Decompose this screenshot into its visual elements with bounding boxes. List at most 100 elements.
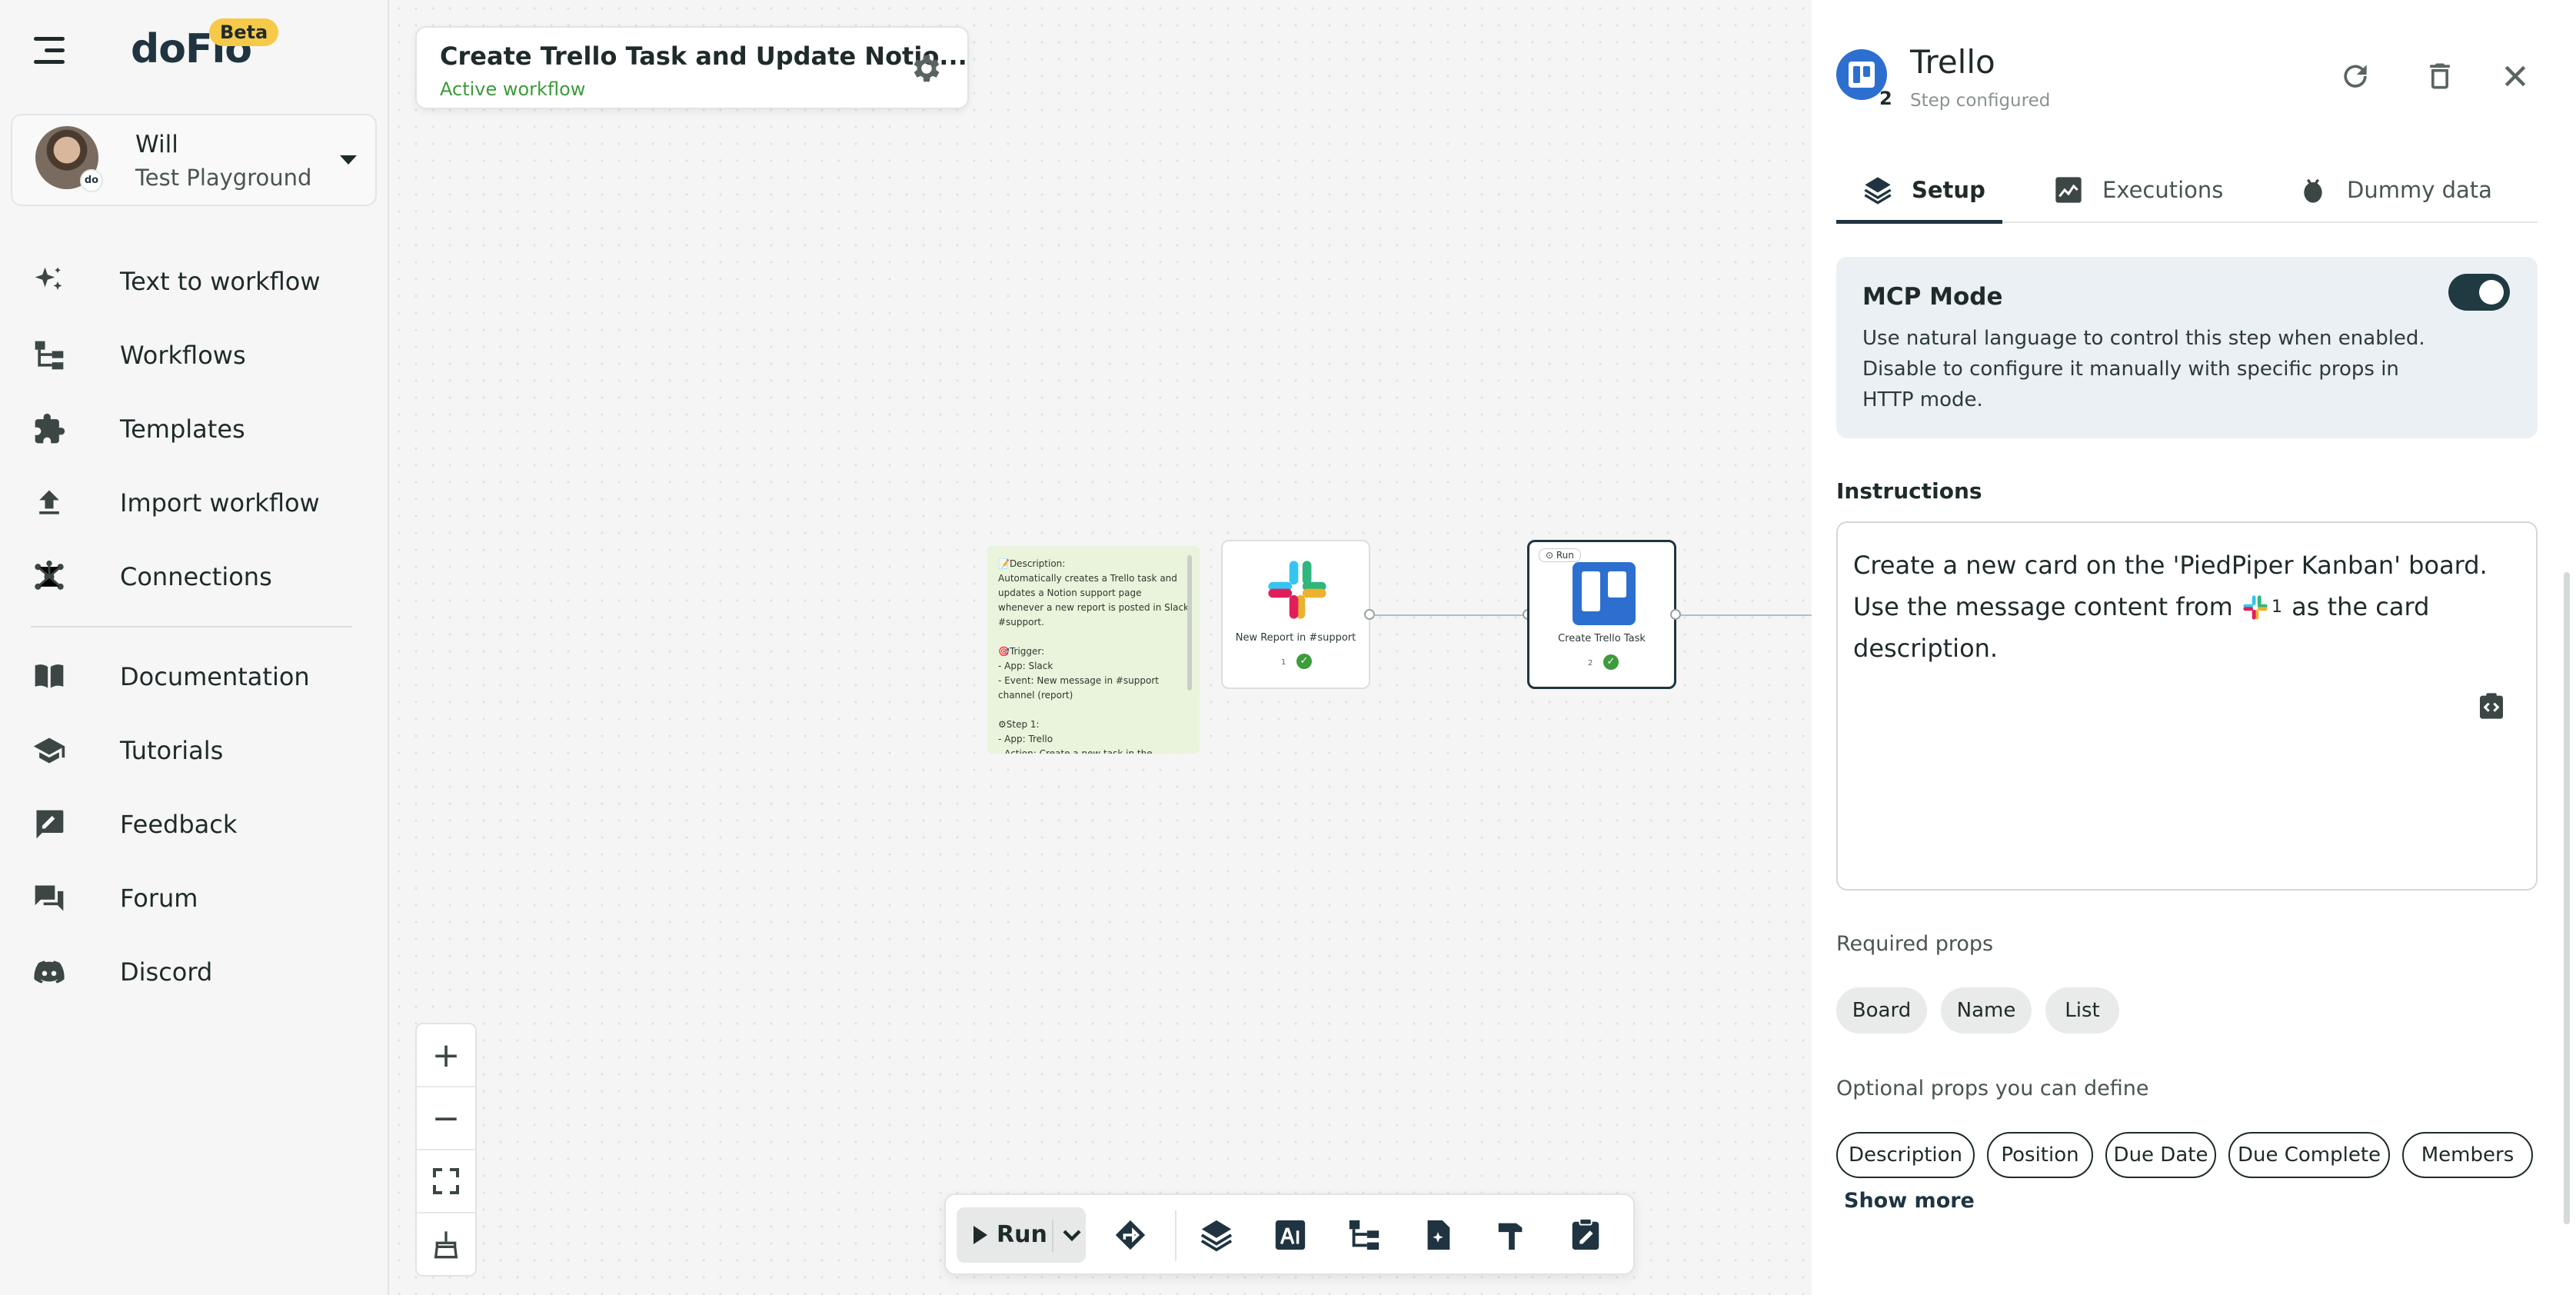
output-port[interactable] — [1670, 609, 1681, 620]
close-icon[interactable] — [2496, 57, 2534, 95]
run-button[interactable]: Run — [957, 1207, 1086, 1263]
layers-icon — [1864, 177, 1892, 205]
step-config-panel: 2 Trello Step configured Setup Execution… — [1812, 0, 2576, 1295]
nav-feedback[interactable]: Feedback — [31, 801, 369, 847]
workflow-tree-icon — [31, 337, 68, 374]
instructions-text-part: as the card description. — [1853, 592, 2430, 663]
delete-icon[interactable] — [2421, 57, 2459, 95]
workflow-tree-icon[interactable] — [1344, 1215, 1384, 1255]
zoom-out-icon[interactable]: − — [431, 1098, 461, 1138]
optional-prop-chip[interactable]: Description — [1836, 1132, 1975, 1178]
required-prop-chip[interactable]: Board — [1836, 987, 1927, 1034]
mcp-mode-toggle[interactable] — [2448, 274, 2510, 311]
note-line: ⚙Step 1: — [998, 719, 1040, 730]
cleanup-broom-icon[interactable] — [417, 1213, 475, 1275]
hub-icon — [31, 558, 68, 595]
nav-workflows[interactable]: Workflows — [31, 332, 369, 378]
step-status: Step configured — [1910, 91, 2051, 111]
ai-document-icon[interactable] — [1418, 1215, 1458, 1255]
workspace-name: Test Playground — [135, 165, 312, 191]
avatar-badge: do — [80, 169, 103, 192]
nav-import-workflow[interactable]: Import workflow — [31, 480, 369, 526]
nav-forum[interactable]: Forum — [31, 875, 369, 921]
slack-logo-icon — [1266, 558, 1329, 624]
feedback-icon — [31, 806, 68, 843]
connector-line — [1375, 614, 1529, 616]
bug-icon — [2304, 178, 2322, 203]
nav-divider — [31, 626, 352, 628]
nav-label: Documentation — [120, 662, 310, 691]
nav-tutorials[interactable]: Tutorials — [31, 727, 369, 774]
graduation-cap-icon — [31, 732, 68, 769]
tab-setup[interactable]: Setup — [1862, 157, 1985, 223]
workflow-title[interactable]: Create Trello Task and Update Notio... — [440, 42, 967, 71]
zoom-controls: + − — [415, 1023, 477, 1277]
panel-title: Trello — [1910, 43, 1995, 81]
note-scrollbar[interactable] — [1187, 555, 1192, 691]
optional-props-label: Optional props you can define — [1836, 1077, 2149, 1100]
node-label: New Report in #support — [1235, 632, 1356, 644]
nav-label: Connections — [120, 562, 272, 591]
nav-label: Forum — [120, 884, 198, 913]
panel-scrollbar[interactable] — [2564, 572, 2570, 1224]
ai-text-icon[interactable] — [1270, 1215, 1310, 1255]
required-prop-chip[interactable]: Name — [1941, 987, 2032, 1034]
nav-documentation[interactable]: Documentation — [31, 654, 369, 700]
run-label: Run — [997, 1221, 1047, 1248]
step-number: 2 — [1879, 88, 1892, 109]
node-trello-action[interactable]: ⊙ Run Create Trello Task 2 ✓ — [1527, 540, 1676, 689]
workflow-title-card: Create Trello Task and Update Notio... A… — [415, 26, 969, 109]
edit-note-icon[interactable] — [1566, 1215, 1606, 1255]
mcp-mode-card: MCP Mode Use natural language to control… — [1836, 257, 2538, 438]
note-line: - App: Slack — [998, 661, 1053, 671]
sticky-note[interactable]: 📝Description: Automatically creates a Tr… — [987, 546, 1200, 754]
nav-label: Workflows — [120, 341, 246, 370]
slack-step-reference-chip[interactable]: 1 — [2241, 593, 2284, 624]
active-tab-indicator — [1836, 220, 2002, 224]
node-slack-trigger[interactable]: New Report in #support 1 ✓ — [1221, 540, 1370, 689]
layers-icon[interactable] — [1196, 1215, 1236, 1255]
chart-icon — [2055, 177, 2082, 203]
run-options-chevron-icon[interactable] — [1052, 1220, 1087, 1252]
connector-line — [1681, 614, 1812, 616]
nav-connections[interactable]: Connections — [31, 554, 369, 600]
note-line: 📝Description: — [998, 558, 1066, 569]
note-line: Automatically creates a Trello task and … — [998, 573, 1190, 628]
tab-executions[interactable]: Executions — [2053, 157, 2223, 223]
user-switcher[interactable]: do Will Test Playground — [11, 114, 377, 206]
optional-prop-chip[interactable]: Due Date — [2105, 1132, 2216, 1178]
note-line: 🎯Trigger: — [998, 646, 1045, 657]
instructions-label: Instructions — [1836, 478, 1982, 504]
redirect-icon[interactable] — [1110, 1215, 1150, 1255]
instructions-text: Create a new card on the 'PiedPiper Kanb… — [1853, 544, 2514, 669]
divider — [417, 1086, 475, 1087]
panel-tabs: Setup Executions Dummy data — [1836, 157, 2538, 224]
instructions-text-part: Create a new card on the 'PiedPiper Kanb… — [1853, 551, 2488, 621]
sparkle-icon — [31, 263, 68, 300]
zoom-in-icon[interactable]: + — [431, 1035, 461, 1075]
divider — [417, 1149, 475, 1150]
required-prop-chip[interactable]: List — [2045, 987, 2119, 1034]
note-line: - App: Trello — [998, 734, 1053, 744]
collapse-menu-icon[interactable] — [34, 35, 68, 66]
hammer-icon[interactable] — [1492, 1215, 1532, 1255]
nav-label: Feedback — [120, 810, 238, 839]
fit-view-icon[interactable] — [417, 1150, 475, 1212]
nav-discord[interactable]: Discord — [31, 949, 369, 995]
instructions-editor[interactable]: Create a new card on the 'PiedPiper Kanb… — [1836, 521, 2538, 891]
optional-prop-chip[interactable]: Due Complete — [2228, 1132, 2390, 1178]
discord-icon — [31, 954, 68, 990]
nav-templates[interactable]: Templates — [31, 406, 369, 452]
output-port[interactable] — [1364, 609, 1375, 620]
gear-icon[interactable] — [909, 51, 944, 86]
nav-text-to-workflow[interactable]: Text to workflow — [31, 258, 369, 305]
code-insert-icon[interactable] — [2476, 691, 2507, 721]
refresh-icon[interactable] — [2336, 57, 2375, 95]
forum-icon — [31, 880, 68, 917]
optional-prop-chip[interactable]: Members — [2402, 1132, 2533, 1178]
nav-label: Tutorials — [120, 736, 224, 765]
tab-dummy-data[interactable]: Dummy data — [2298, 157, 2492, 223]
show-more-link[interactable]: Show more — [1844, 1189, 1975, 1213]
node-run-chip[interactable]: ⊙ Run — [1539, 548, 1581, 562]
optional-prop-chip[interactable]: Position — [1987, 1132, 2093, 1178]
